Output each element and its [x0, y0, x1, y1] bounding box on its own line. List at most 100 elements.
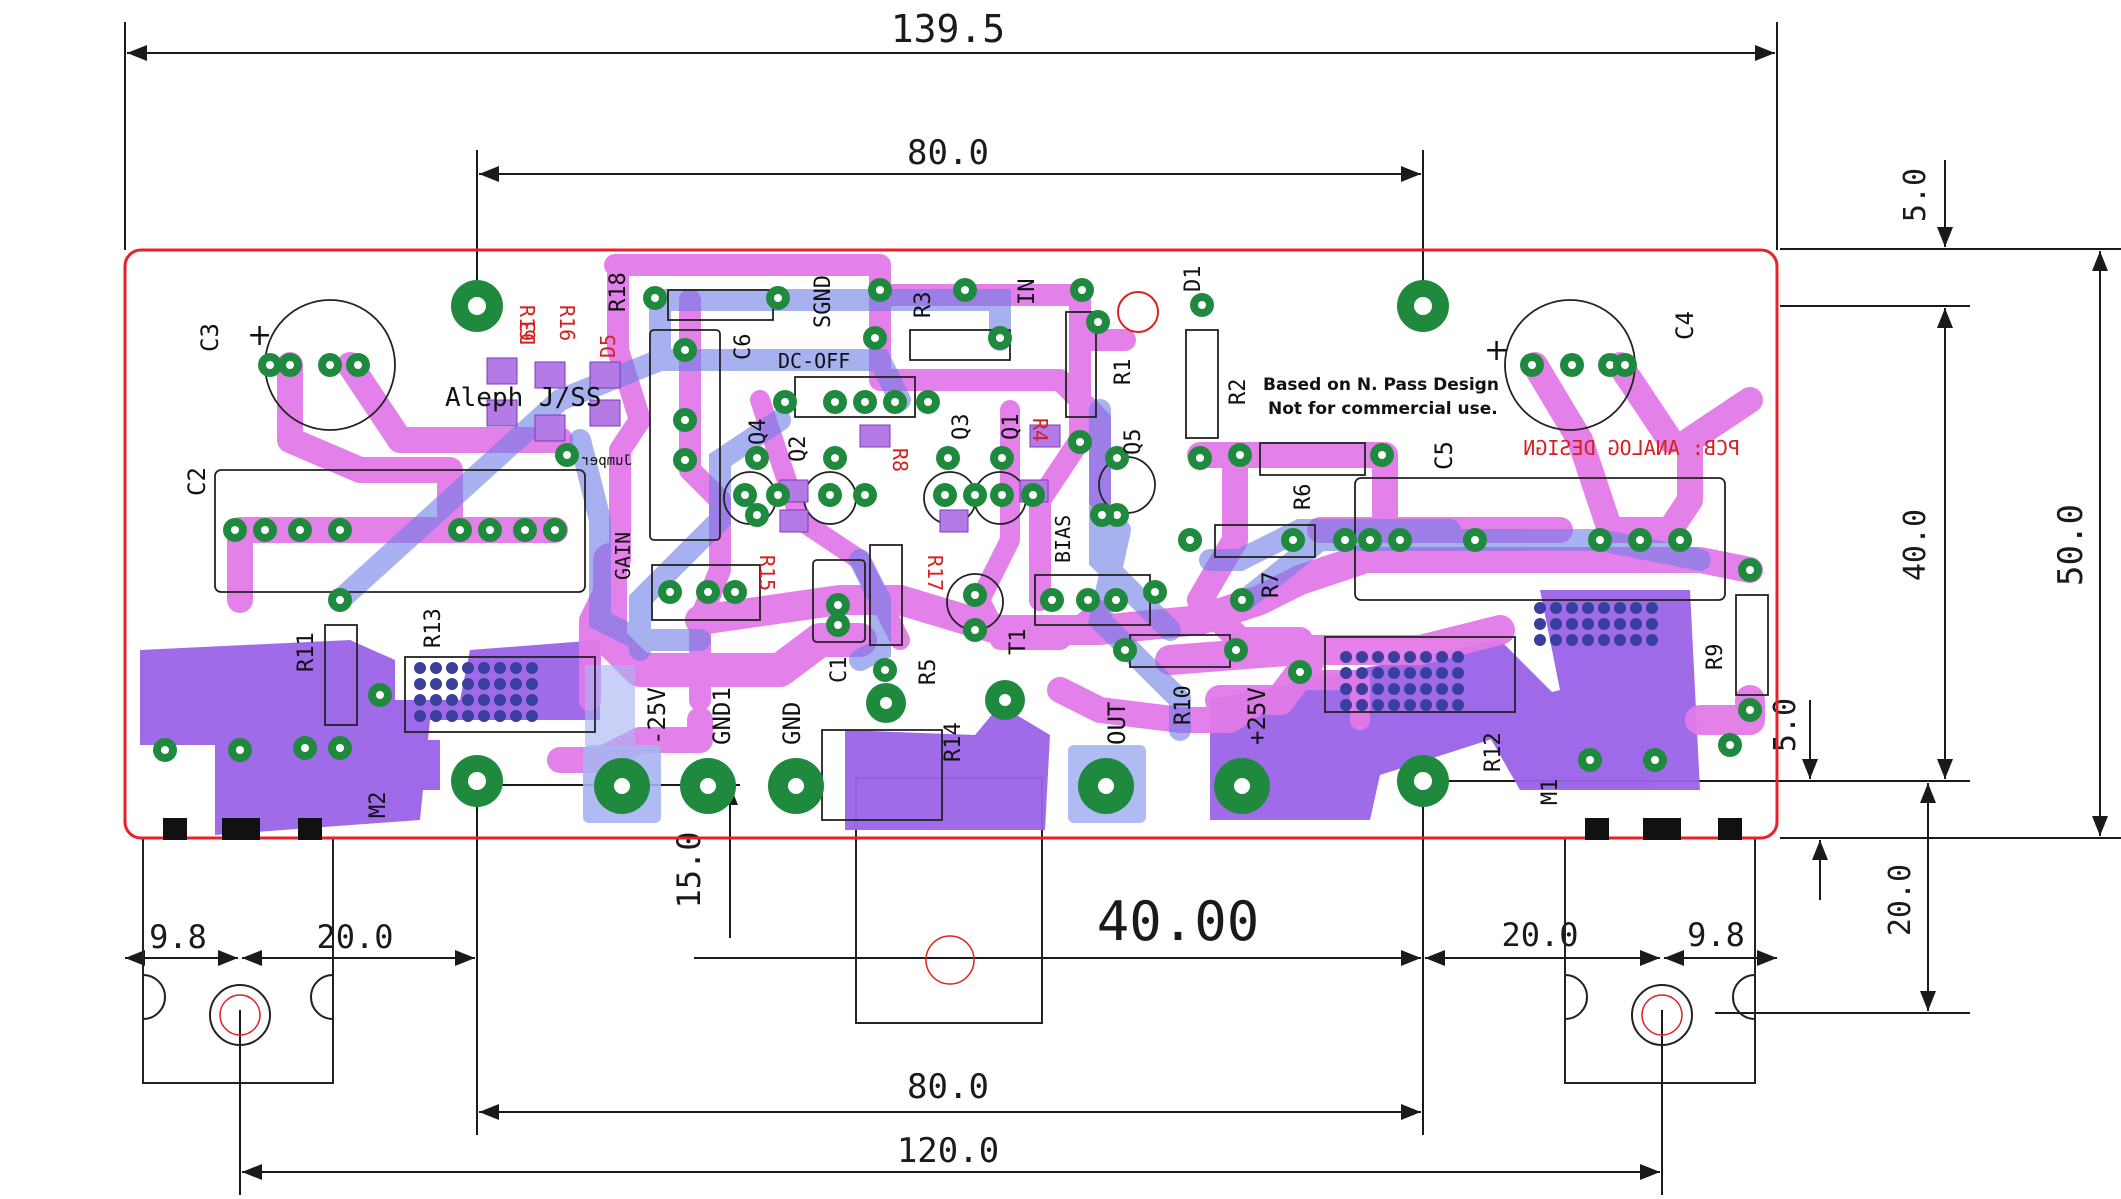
label-r18: R18 [606, 272, 631, 312]
clamp-left-hole [209, 984, 271, 1046]
dim-hole-spacing-vertical: 40.0 [1898, 509, 1933, 581]
pad-hole [376, 691, 384, 699]
label-r2: R2 [1226, 379, 1251, 406]
label-r13: R13 [421, 608, 446, 648]
pad-hole [1746, 566, 1754, 574]
via [510, 694, 522, 706]
label-r4: R4 [1028, 418, 1052, 442]
pad-hole [1113, 454, 1121, 462]
pad-hole [1568, 361, 1576, 369]
terminal-out [1078, 758, 1134, 814]
via [478, 710, 490, 722]
pad-hole [1236, 451, 1244, 459]
clamp-left-outline [142, 837, 334, 1084]
pad-hole [876, 286, 884, 294]
jumper-label: Jumper [581, 453, 632, 469]
pad-hole [1121, 646, 1129, 654]
via [1372, 667, 1384, 679]
label-c3: C3 [196, 323, 224, 352]
via [1646, 602, 1658, 614]
via [1436, 651, 1448, 663]
via [462, 694, 474, 706]
via [1566, 602, 1578, 614]
via [1404, 683, 1416, 695]
terminal-gnd1 [680, 758, 736, 814]
svg-text:+: + [247, 318, 272, 353]
via [1404, 699, 1416, 711]
through-hole-pads [153, 278, 1762, 772]
pad-hole [1621, 361, 1629, 369]
transistor-tabs [163, 818, 1742, 840]
pad-hole [753, 454, 761, 462]
r1-outline [1065, 311, 1097, 418]
label-d3: D3 [516, 321, 540, 345]
via [1436, 699, 1448, 711]
via [1582, 618, 1594, 630]
dim-center-clamp-offset: 40.00 [1097, 890, 1260, 953]
pad-hole [456, 526, 464, 534]
label-r11: R11 [294, 632, 319, 672]
pad-hole [563, 451, 571, 459]
label-gnd1: GND1 [708, 687, 736, 745]
label-q5: Q5 [1121, 429, 1146, 456]
mount-hole-top-left [451, 280, 503, 332]
pad-hole [1112, 596, 1120, 604]
via [1372, 651, 1384, 663]
via [526, 662, 538, 674]
via [494, 678, 506, 690]
via [526, 678, 538, 690]
pad-hole [971, 591, 979, 599]
dim-clamp-right-offset: 9.8 [1687, 916, 1745, 954]
label-r10: R10 [1171, 685, 1196, 725]
via [494, 710, 506, 722]
via [446, 678, 458, 690]
mounting-holes [451, 280, 1449, 807]
pad-hole [881, 666, 889, 674]
pad-hole [1078, 286, 1086, 294]
pad-hole [1471, 536, 1479, 544]
via [446, 694, 458, 706]
mount-hole-bottom-right [1397, 755, 1449, 807]
pad-hole [1048, 596, 1056, 604]
via [1388, 667, 1400, 679]
pad-hole [1366, 536, 1374, 544]
via [1566, 634, 1578, 646]
pcb-mirror-text: PCB: ANALOG DESIGN [1523, 436, 1740, 460]
pad-hole [1094, 318, 1102, 326]
pad-hole [1726, 741, 1734, 749]
pad-hole [971, 626, 979, 634]
dim-edge-offset-bottom: 5.0 [1768, 698, 1803, 752]
via [430, 678, 442, 690]
via [510, 678, 522, 690]
terminal-r14-b [985, 680, 1025, 720]
via [1566, 618, 1578, 630]
pad-hole [1198, 301, 1206, 309]
via [1404, 667, 1416, 679]
via [1630, 634, 1642, 646]
pad-hole [236, 746, 244, 754]
pad-hole [861, 491, 869, 499]
label-dc-off: DC-OFF [778, 349, 850, 373]
via [1340, 667, 1352, 679]
via [1420, 683, 1432, 695]
via [1550, 602, 1562, 614]
c1-outline [812, 559, 866, 643]
via [1340, 699, 1352, 711]
pad-hole [266, 361, 274, 369]
label-bias: BIAS [1051, 515, 1075, 563]
via [462, 678, 474, 690]
via [1630, 602, 1642, 614]
via [1452, 651, 1464, 663]
via [478, 694, 490, 706]
label-r5: R5 [916, 659, 941, 686]
pad-hole [1378, 451, 1386, 459]
dim-board-height: 50.0 [2051, 504, 2091, 586]
label-c4: C4 [1671, 311, 1699, 340]
label-c6: C6 [731, 334, 756, 361]
via [1582, 634, 1594, 646]
dim-overall-width: 139.5 [891, 7, 1005, 51]
label-r7: R7 [1259, 572, 1284, 599]
clamp-right-hole [1631, 984, 1693, 1046]
pad-hole [831, 454, 839, 462]
pad-hole [486, 526, 494, 534]
